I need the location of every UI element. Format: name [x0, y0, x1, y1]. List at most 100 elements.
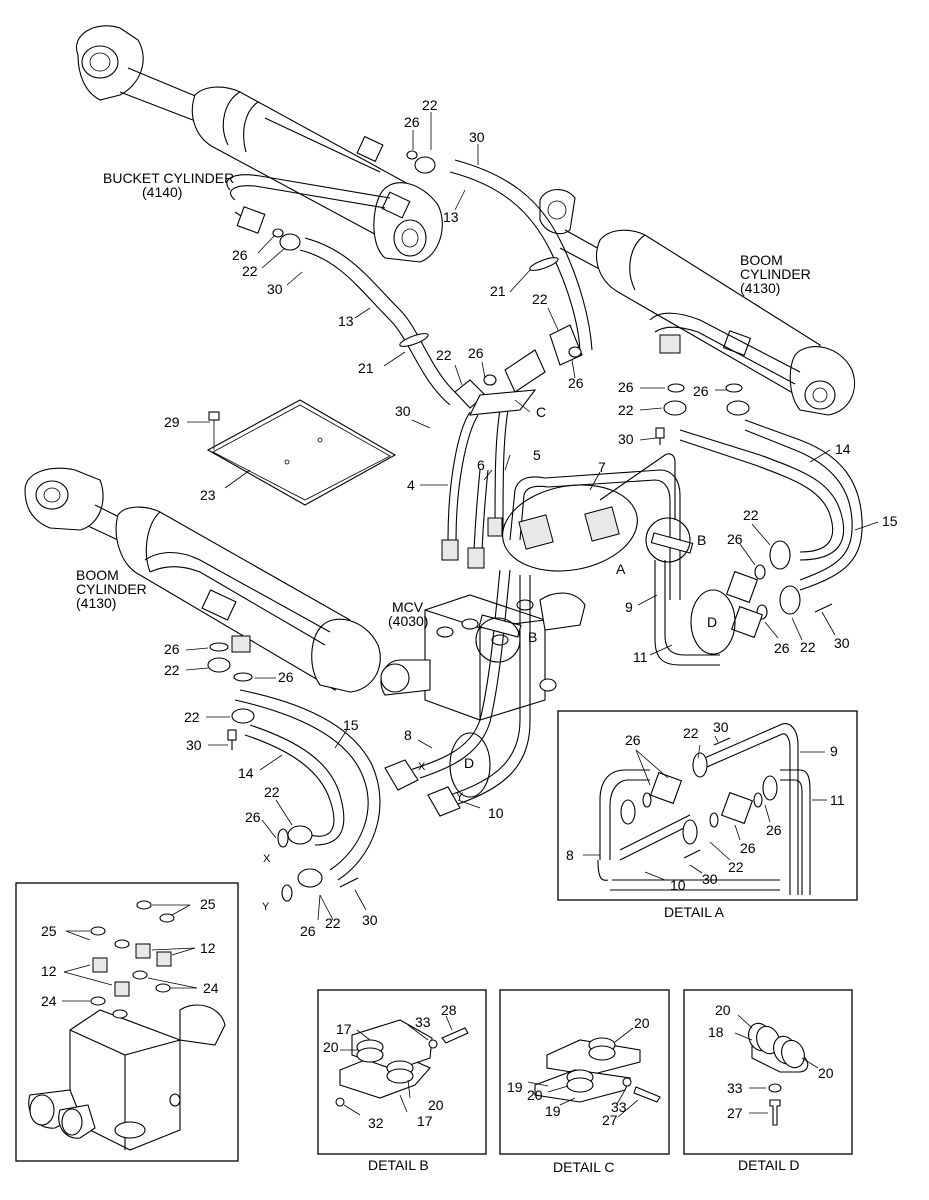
callout-6: 6 — [477, 457, 485, 473]
callout-9: 9 — [830, 743, 838, 759]
bucket-cylinder-name: BUCKET CYLINDER — [103, 170, 234, 186]
callout-13: 13 — [443, 209, 459, 225]
callout-17: 17 — [417, 1113, 433, 1129]
boom-cylinder-left-name2: CYLINDER — [76, 581, 147, 597]
detail-d-title: DETAIL D — [738, 1157, 799, 1173]
callout-26: 26 — [468, 345, 484, 361]
callout-20: 20 — [715, 1002, 731, 1018]
callout-15: 15 — [343, 717, 359, 733]
detail-ref-c: C — [536, 404, 546, 420]
callout-20: 20 — [634, 1015, 650, 1031]
callout-29: 29 — [164, 414, 180, 430]
callout-22: 22 — [728, 859, 744, 875]
detail-reference-marks — [449, 484, 736, 798]
callout-20: 20 — [323, 1039, 339, 1055]
callout-4: 4 — [407, 477, 415, 493]
callout-13: 13 — [338, 313, 354, 329]
callout-18: 18 — [708, 1024, 724, 1040]
boom-cylinder-right-code: (4130) — [740, 280, 780, 296]
callout-26: 26 — [568, 375, 584, 391]
callout-7: 7 — [598, 459, 606, 475]
callout-10: 10 — [488, 805, 504, 821]
boom-cylinder-left-drawing — [24, 467, 381, 693]
callout-30: 30 — [186, 737, 202, 753]
callout-26: 26 — [625, 732, 641, 748]
callout-26: 26 — [740, 840, 756, 856]
detail-c-panel: 20 19 20 19 33 27 DETAIL C — [499, 989, 670, 1175]
detail-ref-b: B — [528, 629, 537, 645]
callout-20: 20 — [527, 1087, 543, 1103]
callout-5: 5 — [533, 447, 541, 463]
callout-22: 22 — [683, 725, 699, 741]
callout-10: 10 — [670, 877, 686, 893]
callout-27: 27 — [727, 1105, 743, 1121]
detail-a-panel: 26 22 30 9 11 26 26 22 30 10 8 DETAIL A — [557, 710, 858, 920]
boom-cylinder-right-name2: CYLINDER — [740, 266, 811, 282]
detail-b-title: DETAIL B — [368, 1157, 429, 1173]
callout-8: 8 — [566, 847, 574, 863]
callout-30: 30 — [702, 871, 718, 887]
callout-22: 22 — [422, 97, 438, 113]
callout-22: 22 — [325, 915, 341, 931]
callout-26: 26 — [300, 923, 316, 939]
boom-cylinder-left-code: (4130) — [76, 595, 116, 611]
callout-17: 17 — [336, 1021, 352, 1037]
callout-26: 26 — [232, 247, 248, 263]
bucket-cylinder-code: (4140) — [142, 184, 182, 200]
callout-33: 33 — [415, 1014, 431, 1030]
callout-19: 19 — [507, 1079, 523, 1095]
callout-12: 12 — [200, 940, 216, 956]
callout-32: 32 — [368, 1115, 384, 1131]
callout-21: 21 — [358, 360, 374, 376]
callout-25: 25 — [200, 896, 216, 912]
callout-11: 11 — [830, 792, 845, 808]
callout-30: 30 — [395, 403, 411, 419]
callout-30: 30 — [469, 129, 485, 145]
callout-22: 22 — [618, 402, 634, 418]
port-mark-x: X — [418, 761, 426, 773]
callout-14: 14 — [835, 441, 851, 457]
callout-26: 26 — [278, 669, 294, 685]
callout-22: 22 — [743, 507, 759, 523]
callout-24: 24 — [41, 993, 57, 1009]
callout-27: 27 — [602, 1112, 618, 1128]
callout-33: 33 — [611, 1099, 627, 1115]
pipe-routing — [234, 159, 863, 881]
callout-11: 11 — [633, 649, 648, 665]
callout-26: 26 — [727, 531, 743, 547]
boom-cylinder-right-drawing — [539, 189, 856, 416]
cover-plate-23 — [206, 399, 397, 506]
callout-20: 20 — [428, 1097, 444, 1113]
component-labels: BUCKET CYLINDER (4140) BOOM CYLINDER (41… — [76, 170, 811, 629]
detail-ref-b: B — [697, 532, 706, 548]
callout-24: 24 — [203, 980, 219, 996]
callout-22: 22 — [436, 347, 452, 363]
boom-cylinder-left-name: BOOM — [76, 567, 119, 583]
callout-23: 23 — [200, 487, 216, 503]
callout-30: 30 — [362, 912, 378, 928]
detail-c-title: DETAIL C — [553, 1159, 614, 1175]
port-mark-x: X — [263, 853, 271, 865]
callout-26: 26 — [774, 640, 790, 656]
callout-26: 26 — [245, 809, 261, 825]
callout-26: 26 — [766, 822, 782, 838]
detail-ref-a: A — [616, 561, 626, 577]
callout-22: 22 — [800, 639, 816, 655]
detail-ref-d: D — [464, 755, 474, 771]
detail-b-panel: 28 33 17 20 20 17 32 DETAIL B — [317, 989, 487, 1173]
callout-15: 15 — [882, 513, 898, 529]
mcv-name: MCV — [392, 599, 424, 615]
callout-21: 21 — [490, 283, 506, 299]
callout-33: 33 — [727, 1080, 743, 1096]
callout-30: 30 — [618, 431, 634, 447]
callout-8: 8 — [404, 727, 412, 743]
flanges-and-fittings — [207, 150, 833, 902]
callout-25: 25 — [41, 923, 57, 939]
callout-19: 19 — [545, 1103, 561, 1119]
callout-12: 12 — [41, 963, 57, 979]
callout-leaders — [185, 112, 879, 921]
detail-ref-d: D — [707, 614, 717, 630]
callout-9: 9 — [625, 599, 633, 615]
callout-numbers: 22 26 30 13 26 22 30 13 21 21 22 26 22 2… — [164, 97, 898, 939]
